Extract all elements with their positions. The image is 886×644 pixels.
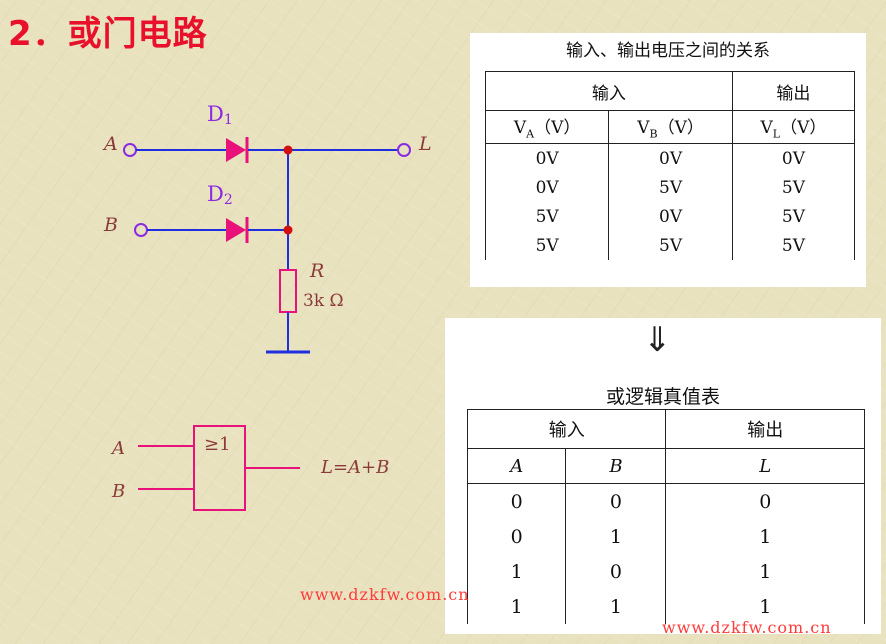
cell-l: 1 <box>665 519 865 554</box>
cell-a: 0 <box>466 483 567 519</box>
cell-vl: 0V <box>731 143 856 173</box>
table-row: 1 0 1 <box>466 554 865 589</box>
col-va-header: VA（V） <box>484 110 610 144</box>
truth-table-panel: ⇓ 或逻辑真值表 输入 输出 A B L 0 0 0 0 1 1 1 0 1 1… <box>445 318 881 634</box>
cell-vl: 5V <box>731 202 856 231</box>
table-row: 1 1 1 <box>466 589 865 624</box>
table-row: 0V 5V 5V <box>484 173 856 202</box>
down-arrow-icon: ⇓ <box>643 320 672 360</box>
cell-vb: 0V <box>608 202 733 231</box>
resistor-value: 3k Ω <box>303 291 344 311</box>
resistor-icon <box>279 269 297 313</box>
voltage-table: 输入 输出 VA（V） VB（V） VL（V） 0V 0V 0V 0V 5V 5… <box>484 71 856 260</box>
voltage-table-panel: 输入、输出电压之间的关系 输入 输出 VA（V） VB（V） VL（V） 0V … <box>470 33 866 287</box>
cell-va: 5V <box>484 231 610 260</box>
col-vl-header: VL（V） <box>731 110 856 144</box>
input-a-label: A <box>102 133 118 155</box>
cell-va: 0V <box>484 143 610 173</box>
terminal-l <box>397 143 411 157</box>
col-l-header: L <box>665 448 865 484</box>
col-vb-header: VB（V） <box>608 110 733 144</box>
cell-vl: 5V <box>731 173 856 202</box>
table-row: 0V 0V 0V <box>484 143 856 173</box>
junction-dot <box>283 145 293 155</box>
voltage-table-caption: 输入、输出电压之间的关系 <box>566 41 770 61</box>
gate-input-b-label: B <box>111 481 125 502</box>
truth-table-caption: 或逻辑真值表 <box>605 386 720 408</box>
cell-a: 1 <box>466 554 567 589</box>
cell-l: 1 <box>665 589 865 624</box>
cell-vb: 5V <box>608 231 733 260</box>
junction-dot <box>283 225 293 235</box>
input-b-label: B <box>103 214 118 236</box>
col-a-header: A <box>466 448 567 484</box>
diode-d1-icon <box>226 137 249 163</box>
cell-l: 1 <box>665 554 865 589</box>
truth-output-header: 输出 <box>665 409 865 449</box>
gate-symbol: ≥1 <box>204 434 231 455</box>
truth-table: 输入 输出 A B L 0 0 0 0 1 1 1 0 1 1 1 1 <box>466 409 865 624</box>
table-row: 0 1 1 <box>466 519 865 554</box>
cell-b: 0 <box>565 554 667 589</box>
terminal-a <box>123 143 137 157</box>
cell-vl: 5V <box>731 231 856 260</box>
cell-a: 0 <box>466 519 567 554</box>
diode-d2-label: D2 <box>207 182 233 208</box>
page-title: 2．或门电路 <box>8 14 208 54</box>
output-l-label: L <box>418 133 432 155</box>
cell-a: 1 <box>466 589 567 624</box>
or-gate-icon <box>138 425 300 511</box>
table-row: 5V 0V 5V <box>484 202 856 231</box>
terminal-b <box>134 223 148 237</box>
voltage-input-header: 输入 <box>485 71 733 111</box>
watermark: www.dzkfw.com.cn <box>662 618 832 637</box>
cell-b: 0 <box>565 483 667 519</box>
watermark: www.dzkfw.com.cn <box>300 585 470 604</box>
diode-d2-icon <box>226 217 249 243</box>
gate-expression: L=A+B <box>320 457 389 478</box>
resistor-label: R <box>309 260 324 282</box>
truth-input-header: 输入 <box>466 409 667 449</box>
cell-va: 0V <box>484 173 610 202</box>
table-row: 0 0 0 <box>466 483 865 519</box>
cell-l: 0 <box>665 483 865 519</box>
gate-input-a-label: A <box>110 438 125 459</box>
cell-vb: 5V <box>608 173 733 202</box>
voltage-output-header: 输出 <box>731 71 856 111</box>
col-b-header: B <box>565 448 667 484</box>
cell-va: 5V <box>484 202 610 231</box>
cell-b: 1 <box>565 589 667 624</box>
cell-b: 1 <box>565 519 667 554</box>
table-row: 5V 5V 5V <box>484 231 856 260</box>
cell-vb: 0V <box>608 143 733 173</box>
diode-d1-label: D1 <box>207 102 233 128</box>
